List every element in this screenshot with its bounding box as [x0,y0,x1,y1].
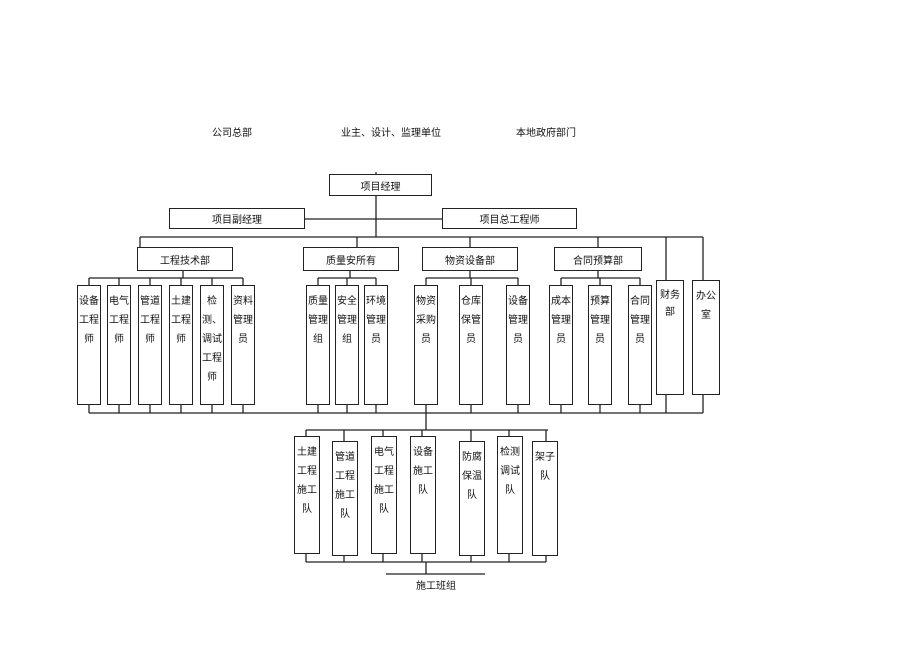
dept-quality: 质量安所有 [303,247,399,271]
team-unit: 设备施工队 [410,436,436,554]
team-unit: 管道工程施工队 [332,441,358,556]
finance-box: 财务部 [656,280,684,395]
quality-unit: 环境管理员 [364,285,388,405]
tech-unit: 电气工程师 [107,285,131,405]
team-unit: 检测调试队 [497,436,523,554]
chief-engineer-box: 项目总工程师 [442,208,577,229]
material-unit: 设备管理员 [506,285,530,405]
teams-label: 施工班组 [416,581,456,592]
contract-unit: 预算管理员 [588,285,612,405]
team-unit: 土建工程施工队 [294,436,320,554]
tech-unit: 管道工程师 [138,285,162,405]
dept-tech: 工程技术部 [137,247,233,271]
tech-unit: 资料管理员 [231,285,255,405]
tech-unit: 设备工程师 [77,285,101,405]
team-unit: 架子队 [532,441,558,556]
office-box: 办公室 [692,280,720,395]
owner-label: 业主、设计、监理单位 [341,128,441,139]
dept-material: 物资设备部 [422,247,518,271]
dept-contract: 合同预算部 [554,247,642,271]
contract-unit: 合同管理员 [628,285,652,405]
tech-unit: 土建工程师 [169,285,193,405]
material-unit: 仓库保管员 [459,285,483,405]
pm-box: 项目经理 [329,174,432,196]
team-unit: 防腐保温队 [459,441,485,556]
deputy-pm-box: 项目副经理 [169,208,305,229]
contract-unit: 成本管理员 [549,285,573,405]
team-unit: 电气工程施工队 [371,436,397,554]
hq-label: 公司总部 [212,128,252,139]
tech-unit: 检测、调试工程师 [200,285,224,405]
quality-unit: 安全管理组 [335,285,359,405]
material-unit: 物资采购员 [414,285,438,405]
quality-unit: 质量管理组 [306,285,330,405]
gov-label: 本地政府部门 [516,128,576,139]
